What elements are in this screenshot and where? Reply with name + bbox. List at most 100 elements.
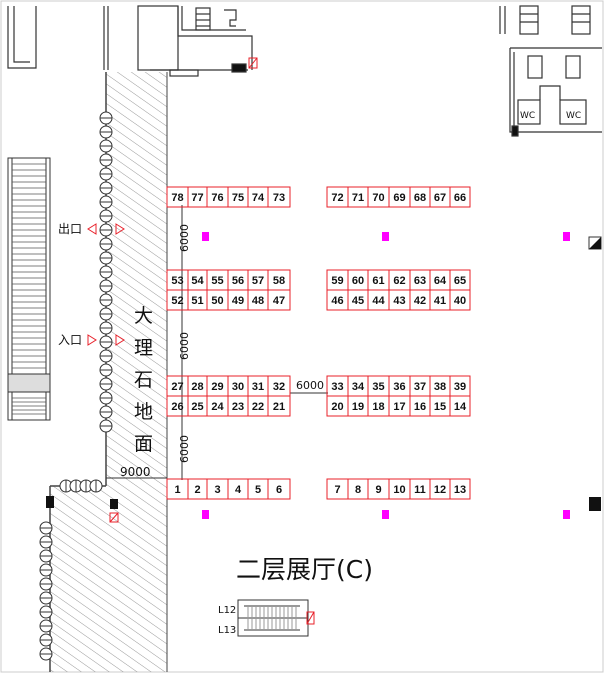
booth-number: 69 <box>393 192 405 204</box>
booth: 49 <box>227 289 249 311</box>
marble-char: 石 <box>134 369 153 391</box>
booth-box <box>267 186 291 208</box>
booth: 10 <box>388 478 411 500</box>
booth-number: 34 <box>352 381 365 393</box>
booth-box <box>267 395 291 417</box>
aisle-dim-1: 6000 <box>178 224 191 252</box>
door-chain-vertical <box>99 111 113 433</box>
booth-number: 68 <box>414 192 426 204</box>
booth: 77 <box>187 186 208 208</box>
booth: 37 <box>409 375 431 397</box>
booth-number: 18 <box>372 401 384 413</box>
entrance-arrow-right-icon <box>115 334 125 346</box>
booth: 71 <box>347 186 369 208</box>
booth-number: 74 <box>252 192 265 204</box>
booth: 61 <box>367 269 390 291</box>
column-marker <box>248 57 258 69</box>
aisle-dim-3: 6000 <box>178 435 191 463</box>
booth: 59 <box>326 269 349 291</box>
booth: 31 <box>247 375 269 397</box>
column-marker <box>109 512 119 523</box>
booth: 9 <box>367 478 390 500</box>
booth: 25 <box>187 395 208 417</box>
booth: 12 <box>429 478 451 500</box>
marker <box>382 232 389 241</box>
wc-block <box>499 5 602 137</box>
marble-char: 理 <box>134 337 153 359</box>
entrance-label: 入口 <box>58 333 82 347</box>
column-marker-slash <box>248 57 258 69</box>
booth: 23 <box>227 395 249 417</box>
escalator-label-l12: L12 <box>218 605 236 616</box>
booth: 11 <box>409 478 431 500</box>
booth-number: 35 <box>372 381 384 393</box>
exit-arrow-icon <box>87 223 97 235</box>
booth-number: 39 <box>454 381 466 393</box>
booth-number: 57 <box>252 275 264 287</box>
booth-number: 65 <box>454 275 466 287</box>
booth-number: 10 <box>393 484 405 496</box>
magenta-markers <box>202 232 570 519</box>
booth-number: 48 <box>252 295 264 307</box>
booth: 52 <box>166 289 189 311</box>
booth-number: 17 <box>393 401 405 413</box>
booth-number: 22 <box>252 401 264 413</box>
booth-number: 29 <box>211 381 223 393</box>
booth-number: 21 <box>273 401 285 413</box>
booth-number: 15 <box>434 401 446 413</box>
booth: 40 <box>449 289 471 311</box>
marker <box>382 510 389 519</box>
booth-number: 53 <box>171 275 183 287</box>
marble-floor-label: 大 理 石 地 面 <box>134 305 153 455</box>
top-left-structure <box>7 5 253 77</box>
booth-number: 51 <box>191 295 203 307</box>
booth: 68 <box>409 186 431 208</box>
booth: 33 <box>326 375 349 397</box>
booth: 26 <box>166 395 189 417</box>
booth-box <box>449 478 471 500</box>
booth: 41 <box>429 289 451 311</box>
booth-number: 44 <box>372 295 385 307</box>
booth: 66 <box>449 186 471 208</box>
booth-box <box>449 395 471 417</box>
booth-number: 58 <box>273 275 285 287</box>
booth: 24 <box>206 395 229 417</box>
booth-number: 13 <box>454 484 466 496</box>
booth: 5 <box>247 478 269 500</box>
booth: 3 <box>206 478 229 500</box>
booth: 51 <box>187 289 208 311</box>
door-chain-horizontal <box>59 479 103 493</box>
booth: 46 <box>326 289 349 311</box>
booth: 13 <box>449 478 471 500</box>
booth-number: 64 <box>434 275 447 287</box>
booth-number: 11 <box>414 484 426 496</box>
booth-number: 55 <box>211 275 223 287</box>
booth: 44 <box>367 289 390 311</box>
booth: 22 <box>247 395 269 417</box>
booth: 27 <box>166 375 189 397</box>
booth-number: 46 <box>331 295 343 307</box>
column-fill <box>589 237 601 249</box>
booth: 29 <box>206 375 229 397</box>
booth-number: 41 <box>434 295 446 307</box>
booth: 35 <box>367 375 390 397</box>
booth-number: 66 <box>454 192 466 204</box>
booth: 34 <box>347 375 369 397</box>
booth-number: 62 <box>393 275 405 287</box>
booth: 74 <box>247 186 269 208</box>
booth-number: 14 <box>454 401 467 413</box>
booth-number: 20 <box>331 401 343 413</box>
booth-number: 73 <box>273 192 285 204</box>
booth-number: 36 <box>393 381 405 393</box>
booth-number: 77 <box>191 192 203 204</box>
booth-number: 75 <box>232 192 244 204</box>
booth-number: 38 <box>434 381 446 393</box>
booth-number: 56 <box>232 275 244 287</box>
booth: 2 <box>187 478 208 500</box>
marker <box>202 510 209 519</box>
booth-number: 3 <box>214 484 220 496</box>
marker <box>202 232 209 241</box>
booth-number: 4 <box>235 484 242 496</box>
